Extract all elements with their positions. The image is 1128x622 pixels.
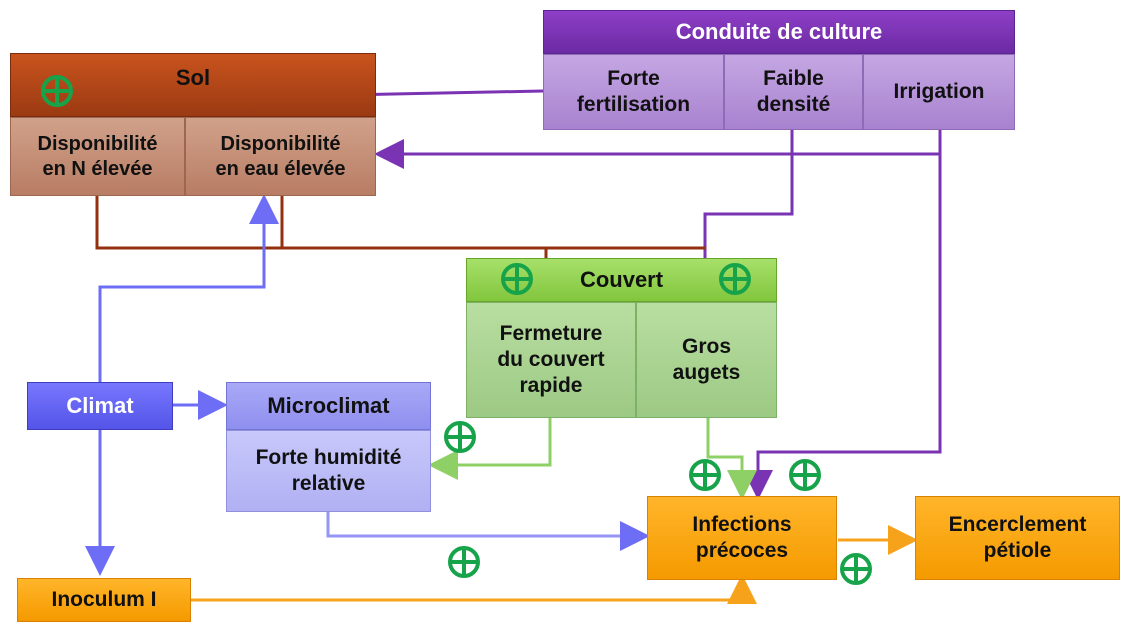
arrow-augets-to-infections [706,418,757,500]
faible-densite-label: Faible densité [756,66,831,116]
irrigation-box: Irrigation [863,54,1015,130]
encerclement-petiole-label: Encerclement pétiole [948,512,1087,562]
inoculum-box: Inoculum I [17,578,191,622]
gros-augets-box: Gros augets [636,302,777,418]
inoculum-label: Inoculum I [51,587,157,611]
sol-title: Sol [175,65,211,90]
plus-circle-icon [444,421,476,453]
fermeture-couvert-box: Fermeture du couvert rapide [466,302,636,418]
forte-fertilisation-box: Forte fertilisation [543,54,724,130]
plus-circle-icon [501,263,533,295]
arrow-sol-to-couvert-right [280,196,705,250]
arrow-inoculum-to-infections [191,574,757,604]
conduite-title: Conduite de culture [675,19,883,45]
conduite-header: Conduite de culture [543,10,1015,54]
irrigation-label: Irrigation [893,79,985,103]
gros-augets-label: Gros augets [672,334,741,384]
plus-circle-icon [840,553,872,585]
fermeture-couvert-label: Fermeture du couvert rapide [497,321,605,398]
faible-densite-box: Faible densité [724,54,863,130]
microclimat-title: Microclimat [267,393,390,419]
plus-circle-icon [448,546,480,578]
arrow-densite-to-couvert [690,130,794,304]
infections-precoces-label: Infections précoces [692,512,792,562]
disponibilite-eau-label: Disponibilité en eau élevée [215,132,346,180]
infections-precoces-box: Infections précoces [647,496,837,580]
couvert-title: Couvert [579,267,664,293]
arrow-irrigation-to-infections [743,154,942,500]
forte-humidite-label: Forte humidité relative [255,445,402,495]
plus-circle-icon [41,75,73,107]
microclimat-header: Microclimat [226,382,431,430]
climat-box: Climat [27,382,173,430]
plus-circle-icon [789,459,821,491]
arrow-climat-to-eau [98,194,279,382]
disponibilite-n-box: Disponibilité en N élevée [10,117,185,196]
arrow-humidite-to-infections [326,512,650,551]
disponibilite-n-label: Disponibilité en N élevée [37,132,158,180]
arrow-fermeture-to-humidite [428,418,552,480]
forte-humidite-box: Forte humidité relative [226,430,431,512]
disponibilite-eau-box: Disponibilité en eau élevée [185,117,376,196]
plus-circle-icon [719,263,751,295]
plus-circle-icon [689,459,721,491]
forte-fertilisation-label: Forte fertilisation [576,66,691,116]
climat-label: Climat [66,393,134,419]
encerclement-petiole-box: Encerclement pétiole [915,496,1120,580]
arrow-irrigation-to-eau [374,128,942,169]
